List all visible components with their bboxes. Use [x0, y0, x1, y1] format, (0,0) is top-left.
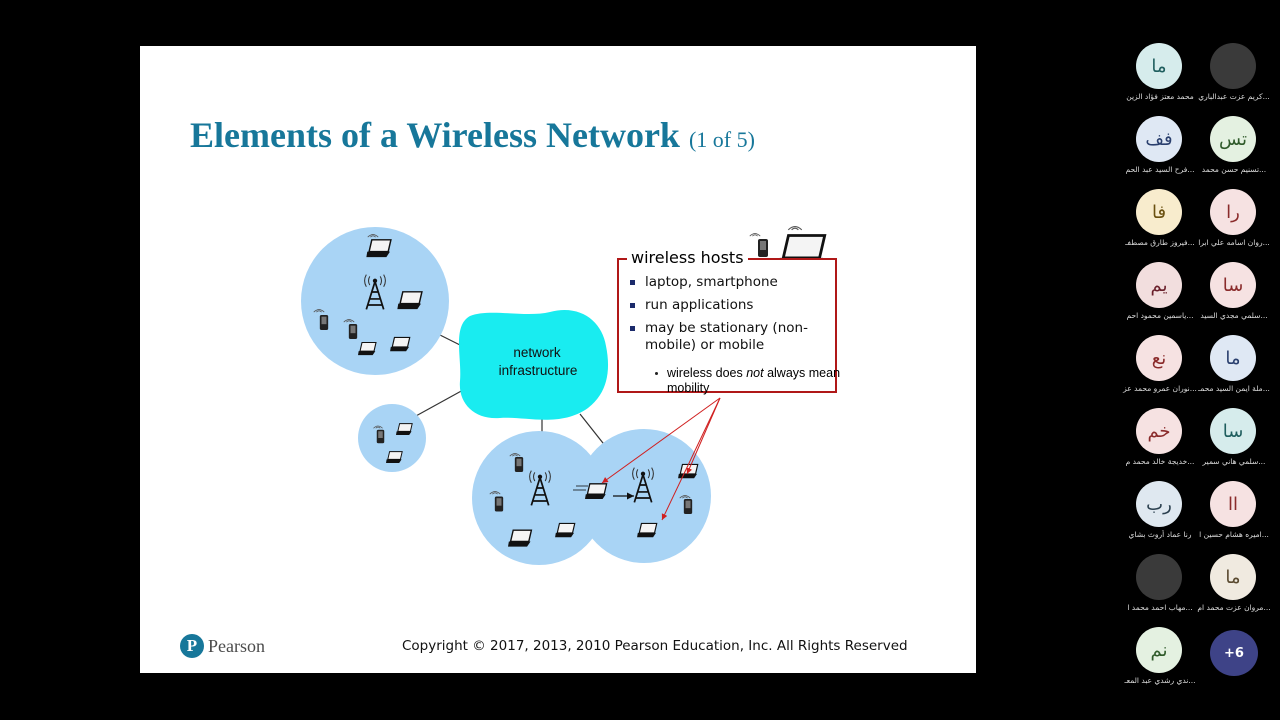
participant-name: ندي رشدي عبد المعـ... — [1124, 676, 1196, 685]
participant-tile[interactable]: نع نوران عمرو محمد عز... — [1115, 335, 1205, 405]
participant-name: رنا عماد أروث بشاي — [1128, 530, 1192, 539]
participant-tile[interactable]: نم ندي رشدي عبد المعـ... — [1115, 627, 1205, 697]
pearson-logo-text: Pearson — [208, 635, 265, 656]
slide-title-text: Elements of a Wireless Network — [190, 115, 680, 155]
wireless-host-pointers — [601, 397, 721, 521]
participant-avatar: نع — [1136, 335, 1182, 381]
participant-name: اميره هشام حسين ا... — [1199, 530, 1269, 539]
slide-title: Elements of a Wireless Network (1 of 5) — [190, 114, 755, 156]
participant-tile[interactable]: كريم عزت عبدالباري... — [1189, 43, 1279, 113]
participant-tile[interactable]: اا اميره هشام حسين ا... — [1189, 481, 1279, 551]
participant-tile[interactable]: رب رنا عماد أروث بشاي — [1115, 481, 1205, 551]
participant-name: ملة ايمن السيد محمـ... — [1198, 384, 1270, 393]
participant-tile[interactable]: را روان اسامه علي ابرا... — [1189, 189, 1279, 259]
participant-name: نوران عمرو محمد عز... — [1123, 384, 1197, 393]
participant-tile[interactable]: ما محمد معتز فؤاد الزين — [1115, 43, 1205, 113]
participant-tile[interactable]: ما ملة ايمن السيد محمـ... — [1189, 335, 1279, 405]
participant-avatar: ما — [1136, 43, 1182, 89]
participant-avatar: سا — [1210, 262, 1256, 308]
wireless-cell-left — [301, 227, 449, 375]
participant-name: مهاب احمد محمد ا... — [1127, 603, 1193, 612]
sub-bullet-text-end: always mean mobility — [667, 366, 841, 395]
copyright-notice: Copyright © 2017, 2013, 2010 Pearson Edu… — [402, 638, 908, 654]
sub-bullet-item: wireless does not always mean mobility — [629, 366, 867, 396]
participant-name: روان اسامه علي ابرا... — [1198, 238, 1270, 247]
presentation-slide: Elements of a Wireless Network (1 of 5) — [140, 46, 976, 673]
bullet-item: laptop, smartphone — [629, 274, 834, 291]
participant-tile[interactable]: مهاب احمد محمد ا... — [1115, 554, 1205, 624]
participant-avatar: ما — [1210, 554, 1256, 600]
participant-avatar: اا — [1210, 481, 1256, 527]
participant-name: محمد معتز فؤاد الزين — [1126, 92, 1194, 101]
participant-photo — [1136, 554, 1182, 600]
wireless-hosts-box: wireless hosts laptop, smartphone run ap… — [617, 248, 840, 395]
participant-name: مروان عزت محمد ام... — [1197, 603, 1271, 612]
participant-tile[interactable]: فف فرح السيد عبد الحم... — [1115, 116, 1205, 186]
network-infrastructure-label-2: infrastructure — [499, 363, 578, 378]
participant-name: ياسمين محمود احم... — [1126, 311, 1194, 320]
participant-avatar: خم — [1136, 408, 1182, 454]
bullet-item: run applications — [629, 297, 834, 314]
participant-name: فرح السيد عبد الحم... — [1125, 165, 1195, 174]
pearson-logo-icon: P — [180, 634, 204, 658]
pearson-logo: P Pearson — [180, 634, 265, 658]
participant-name: فيروز طارق مصطفـ... — [1125, 238, 1195, 247]
wireless-cell-bottom-right — [577, 429, 711, 563]
slide-title-suffix: (1 of 5) — [688, 127, 755, 152]
participant-tile[interactable]: يم ياسمين محمود احم... — [1115, 262, 1205, 332]
participant-name: خديجة خالد محمد م... — [1125, 457, 1195, 466]
participant-tile[interactable]: خم خديجة خالد محمد م... — [1115, 408, 1205, 478]
participant-name: كريم عزت عبدالباري... — [1198, 92, 1270, 101]
participant-avatar: نم — [1136, 627, 1182, 673]
participant-tile[interactable]: ما مروان عزت محمد ام... — [1189, 554, 1279, 624]
bullet-item: may be stationary (non-mobile) or mobile — [629, 320, 834, 354]
participant-avatar: فا — [1136, 189, 1182, 235]
network-infrastructure-label: network — [513, 345, 561, 360]
participant-tile[interactable]: سا سلمي مجدي السيد... — [1189, 262, 1279, 332]
sub-bullet-text: wireless does — [667, 366, 747, 380]
participant-name: تسنيم حسن محمد... — [1201, 165, 1267, 174]
participant-avatar: را — [1210, 189, 1256, 235]
participant-tile[interactable]: فا فيروز طارق مصطفـ... — [1115, 189, 1205, 259]
bottom-right-cell-devices — [573, 463, 699, 538]
participant-avatar: فف — [1136, 116, 1182, 162]
participant-tile[interactable]: سا سلمي هاني سمير... — [1189, 408, 1279, 478]
participant-photo — [1210, 43, 1256, 89]
participant-tile[interactable]: تس تسنيم حسن محمد... — [1189, 116, 1279, 186]
participant-avatar: تس — [1210, 116, 1256, 162]
sub-bullet-emphasis: not — [746, 366, 764, 380]
network-infrastructure-cloud — [459, 310, 609, 420]
participant-avatar: يم — [1136, 262, 1182, 308]
wireless-network-diagram: network infrastructure — [301, 225, 827, 565]
wireless-hosts-heading: wireless hosts — [627, 248, 748, 267]
participant-avatar: سا — [1210, 408, 1256, 454]
participant-avatar: رب — [1136, 481, 1182, 527]
more-participants-button[interactable]: +6 — [1210, 630, 1258, 676]
participant-name: سلمي مجدي السيد... — [1200, 311, 1268, 320]
wireless-hosts-bullets: laptop, smartphone run applications may … — [629, 274, 834, 360]
wireless-cell-small — [358, 404, 426, 472]
participant-avatar: ما — [1210, 335, 1256, 381]
participant-name: سلمي هاني سمير... — [1202, 457, 1266, 466]
